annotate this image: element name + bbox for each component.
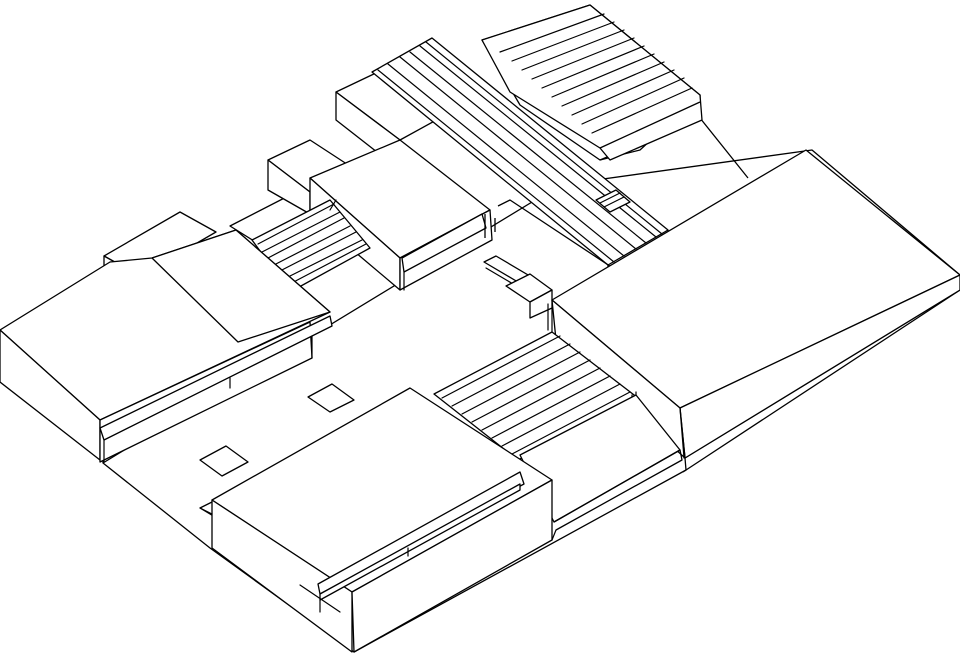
front-block bbox=[199, 387, 553, 653]
center-connector bbox=[483, 255, 553, 333]
diagonal-ribbed-bridge bbox=[371, 37, 669, 287]
left-block bbox=[0, 211, 333, 463]
skylight-squares bbox=[199, 383, 355, 477]
front-ribbed-pergola bbox=[433, 331, 639, 461]
upper-right-ribbed-canopy bbox=[481, 4, 703, 161]
